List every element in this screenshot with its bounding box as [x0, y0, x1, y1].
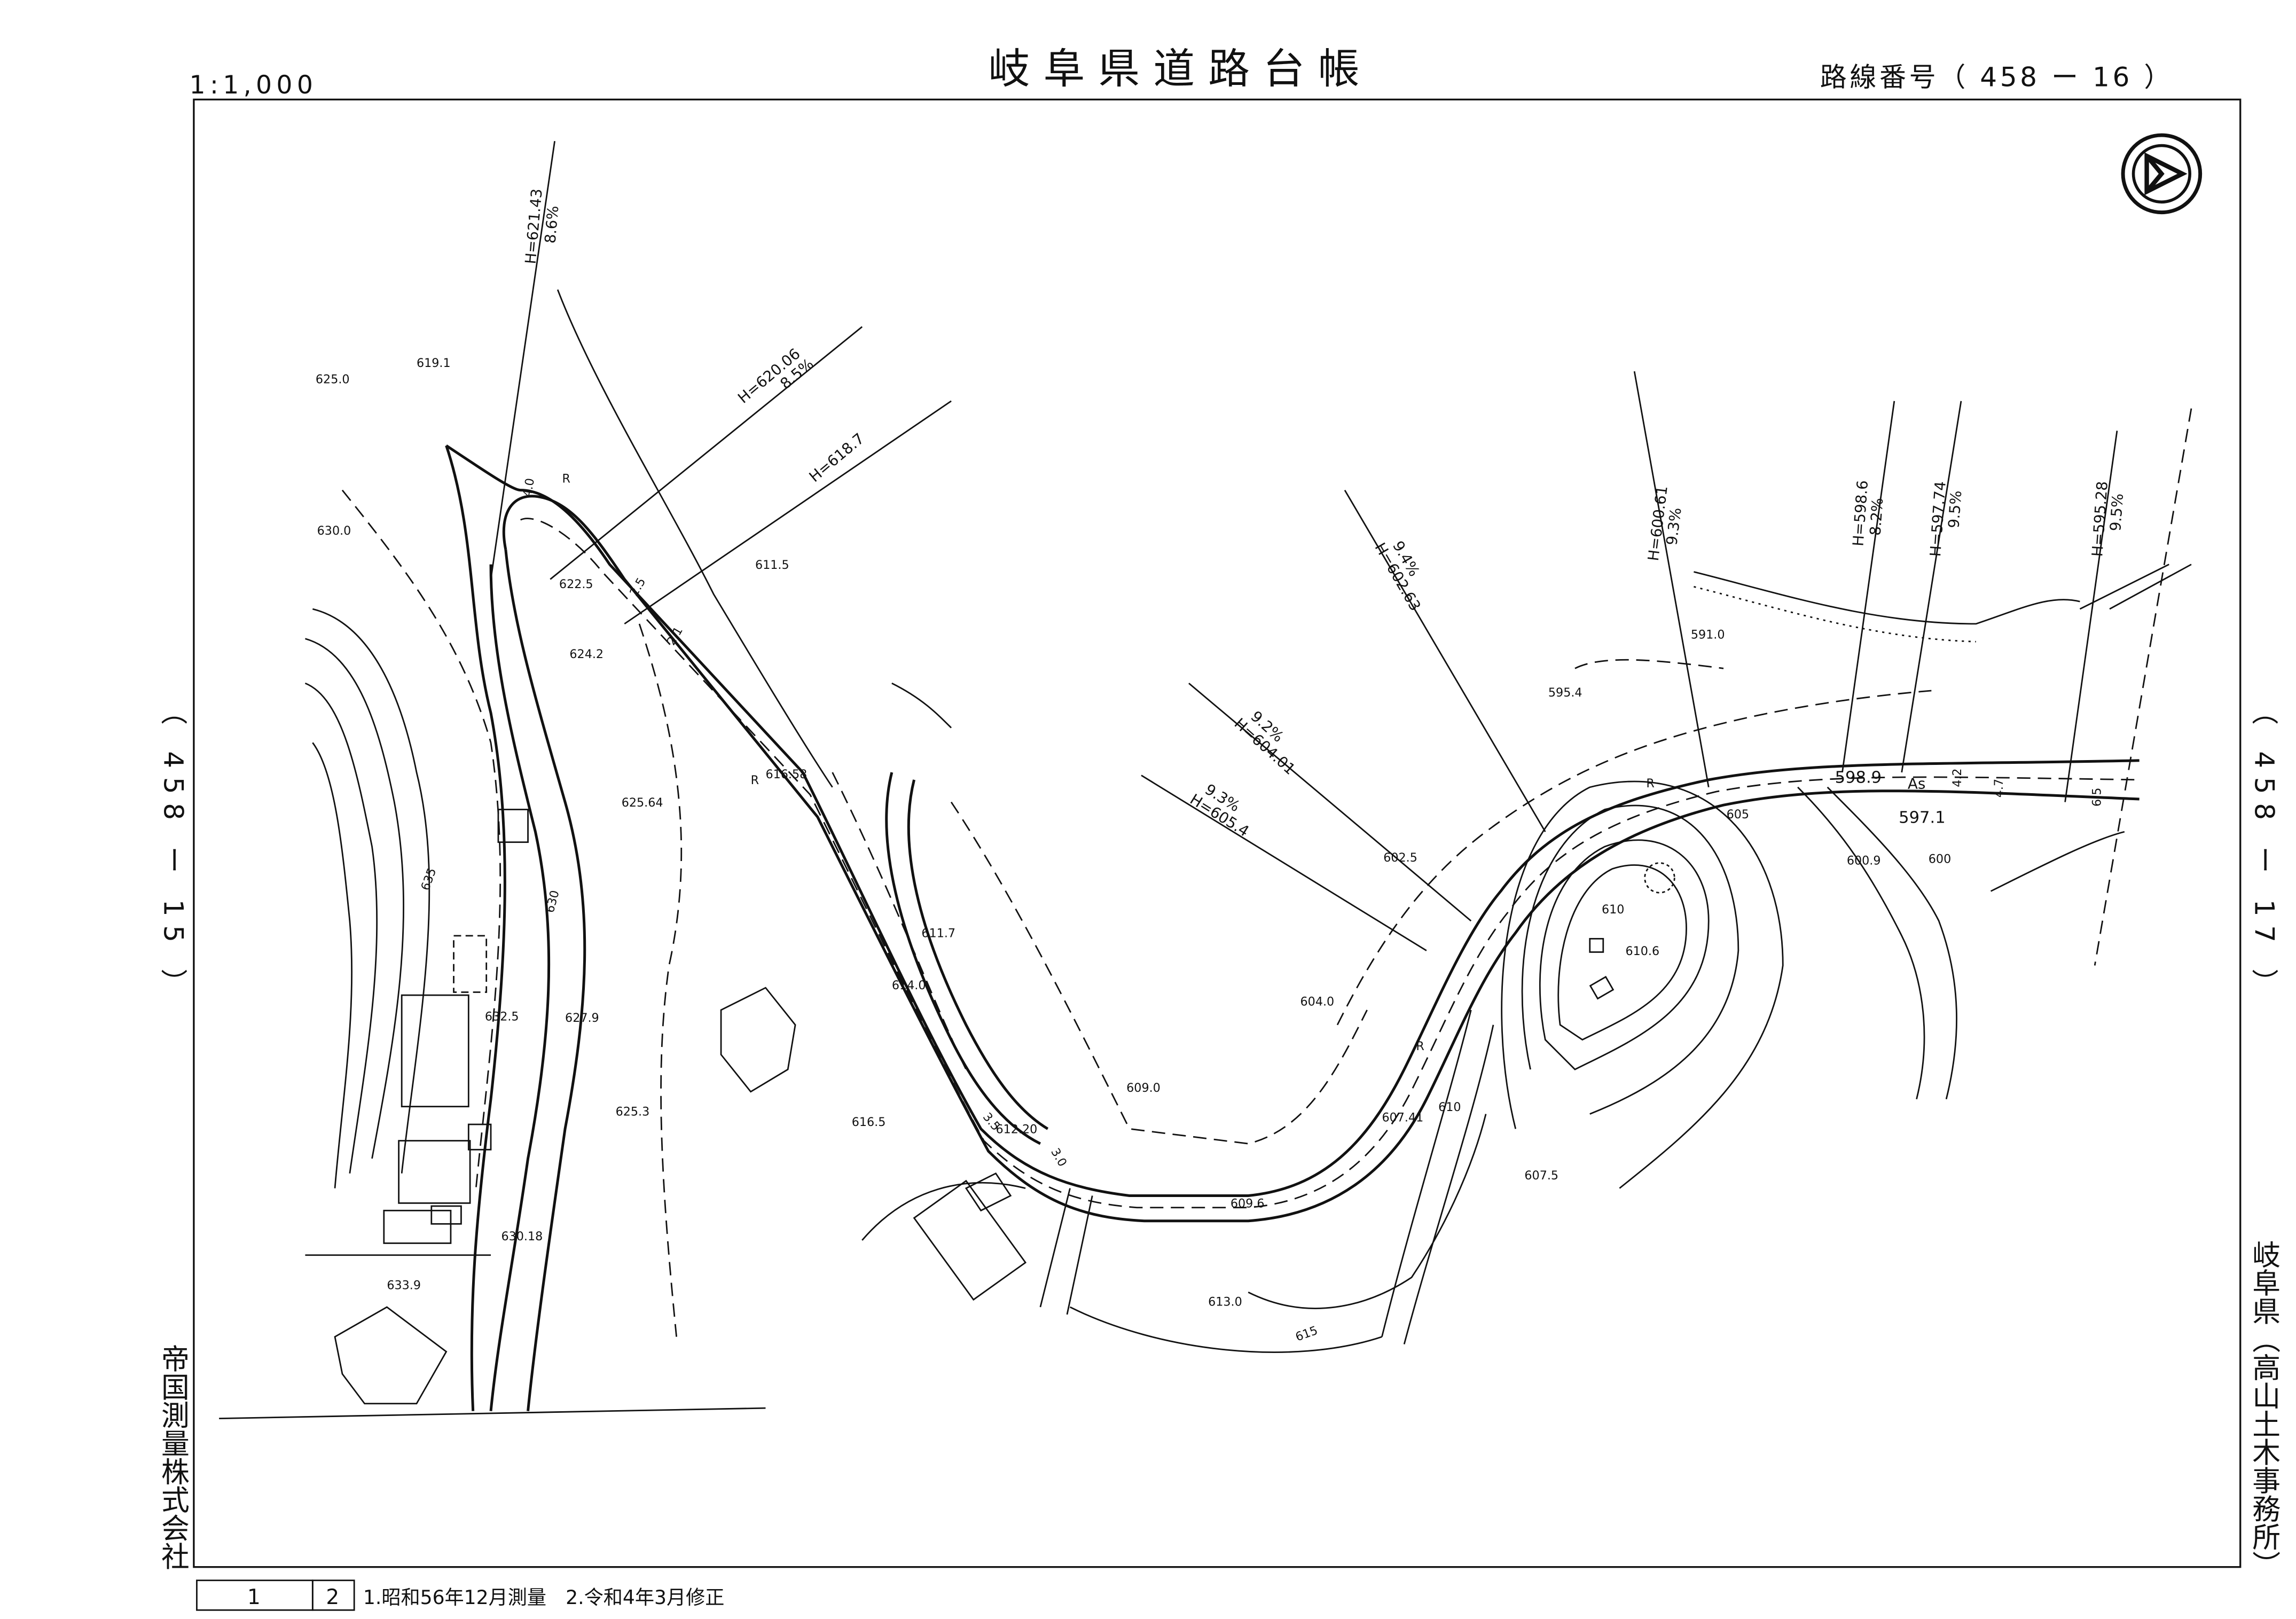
spot-height: 609.0	[1126, 1081, 1161, 1095]
spot-height: 609.6	[1231, 1197, 1265, 1211]
spot-height: 610.6	[1626, 944, 1660, 958]
width-mark: 6.5	[2090, 788, 2104, 807]
surface-label: As	[1908, 775, 1925, 793]
contour-labels: 635 630 605 600 610 610 615	[418, 808, 1951, 1344]
map-title: 岐阜県道路台帳	[989, 45, 1373, 93]
spot-height: 598.9	[1835, 768, 1882, 787]
spot-height: 625.64	[622, 796, 663, 810]
contour-label: 610	[1602, 903, 1624, 917]
spot-height: 612.20	[996, 1123, 1037, 1137]
width-mark: 4.0	[520, 477, 537, 498]
profile-mark: H=602.63 9.4%	[1371, 538, 1424, 614]
adjacent-sheet-right: （ 458 ー 17 ）	[2249, 698, 2280, 1004]
profile-mark: H=605.4 9.3%	[1187, 780, 1252, 840]
spot-height: 604.0	[1300, 995, 1335, 1009]
spot-height: 633.9	[387, 1279, 421, 1293]
spot-height: 611.5	[755, 558, 789, 572]
map-frame	[193, 98, 2242, 1568]
curve-mark: R	[1416, 1039, 1424, 1053]
revision-box-1: 1	[247, 1585, 261, 1609]
route-number: 路線番号（ 458 ー 16 ）	[1820, 61, 2174, 92]
profile-mark: H=595.28 9.5%	[2088, 481, 2127, 557]
curve-mark: R	[1646, 777, 1654, 791]
spot-height: 613.0	[1208, 1295, 1242, 1309]
spot-height: 591.0	[1691, 628, 1725, 642]
width-mark: 4.7	[1992, 779, 2006, 797]
spot-height: 600.9	[1847, 854, 1881, 867]
spot-height: 627.9	[565, 1011, 599, 1025]
spot-height: 595.4	[1548, 686, 1582, 700]
svg-text:8.6%: 8.6%	[541, 205, 562, 244]
spot-height: 616.58	[765, 768, 807, 781]
profile-mark: H=621.43 8.6%	[522, 188, 562, 265]
spot-height: 611.7	[921, 927, 955, 941]
curve-mark: R	[562, 472, 570, 486]
spot-height: 624.2	[569, 647, 604, 661]
contour-label: 600	[1929, 852, 1951, 866]
width-mark: 3.0	[1048, 1146, 1069, 1169]
svg-text:9.5%: 9.5%	[1945, 490, 1965, 529]
contour-label: 615	[1294, 1324, 1320, 1344]
spot-height: 616.5	[852, 1115, 886, 1129]
spot-height: 607.5	[1524, 1169, 1558, 1183]
svg-text:8.2%: 8.2%	[1867, 497, 1887, 536]
revision-boxes: 1 2 1.昭和56年12月測量 2.令和4年3月修正	[196, 1579, 724, 1611]
svg-text:9.5%: 9.5%	[2106, 493, 2127, 532]
spot-height: 614.0	[892, 979, 926, 992]
scale-label: 1:1,000	[190, 71, 318, 100]
curve-mark: R	[751, 773, 759, 787]
svg-text:9.3%: 9.3%	[1663, 506, 1684, 546]
spot-height: 632.5	[485, 1010, 519, 1023]
spot-height: 607.41	[1382, 1110, 1423, 1124]
profile-labels: H=621.43 8.6% H=620.06 8.5% H=618.7 H=60…	[522, 188, 2127, 840]
profile-mark: H=600.61 9.3%	[1644, 485, 1685, 562]
width-mark: 4.2	[1950, 768, 1964, 787]
spot-height: 597.1	[1899, 809, 1946, 827]
revision-history: 1.昭和56年12月測量 2.令和4年3月修正	[363, 1586, 724, 1609]
contour-label: 635	[418, 866, 439, 893]
spot-height: 625.0	[316, 372, 350, 386]
svg-text:H=618.7: H=618.7	[806, 429, 868, 486]
revision-box-2: 2	[326, 1585, 339, 1609]
north-arrow-icon	[2121, 133, 2203, 215]
road-marks: As 4.0 2.5 2.1 3.5 3.0 4.2 4.7 6.5 R R R…	[520, 472, 2104, 1169]
spot-height: 619.1	[417, 356, 451, 370]
adjacent-sheet-left: （ 458 ー 15 ）	[158, 698, 189, 1004]
spot-height: 630.0	[317, 524, 351, 538]
spot-height: 602.5	[1383, 851, 1417, 865]
buildings	[334, 809, 1675, 1405]
contour-label: 610	[1438, 1100, 1461, 1114]
contour-label: 605	[1727, 808, 1749, 822]
surveyor-label: 帝国測量株式会社	[156, 1344, 189, 1570]
spot-height: 622.5	[559, 577, 593, 591]
spot-height: 625.3	[616, 1105, 650, 1119]
profile-lines	[490, 140, 2192, 966]
office-label: 岐阜県（高山土木事務所）	[2248, 1240, 2281, 1579]
road-centerline	[445, 444, 2140, 1411]
profile-mark: H=597.74 9.5%	[1926, 481, 1965, 557]
profile-mark: H=620.06 8.5%	[734, 345, 817, 407]
spot-heights: 619.1 625.0 630.0 622.5 611.5 624.2 616.…	[316, 356, 1946, 1309]
width-mark: 2.5	[627, 575, 648, 599]
profile-mark: H=618.7	[806, 429, 868, 486]
contour-lines	[304, 608, 1957, 1353]
profile-mark: H=604.01 9.2%	[1231, 707, 1299, 778]
spot-height: 630.18	[501, 1230, 543, 1243]
